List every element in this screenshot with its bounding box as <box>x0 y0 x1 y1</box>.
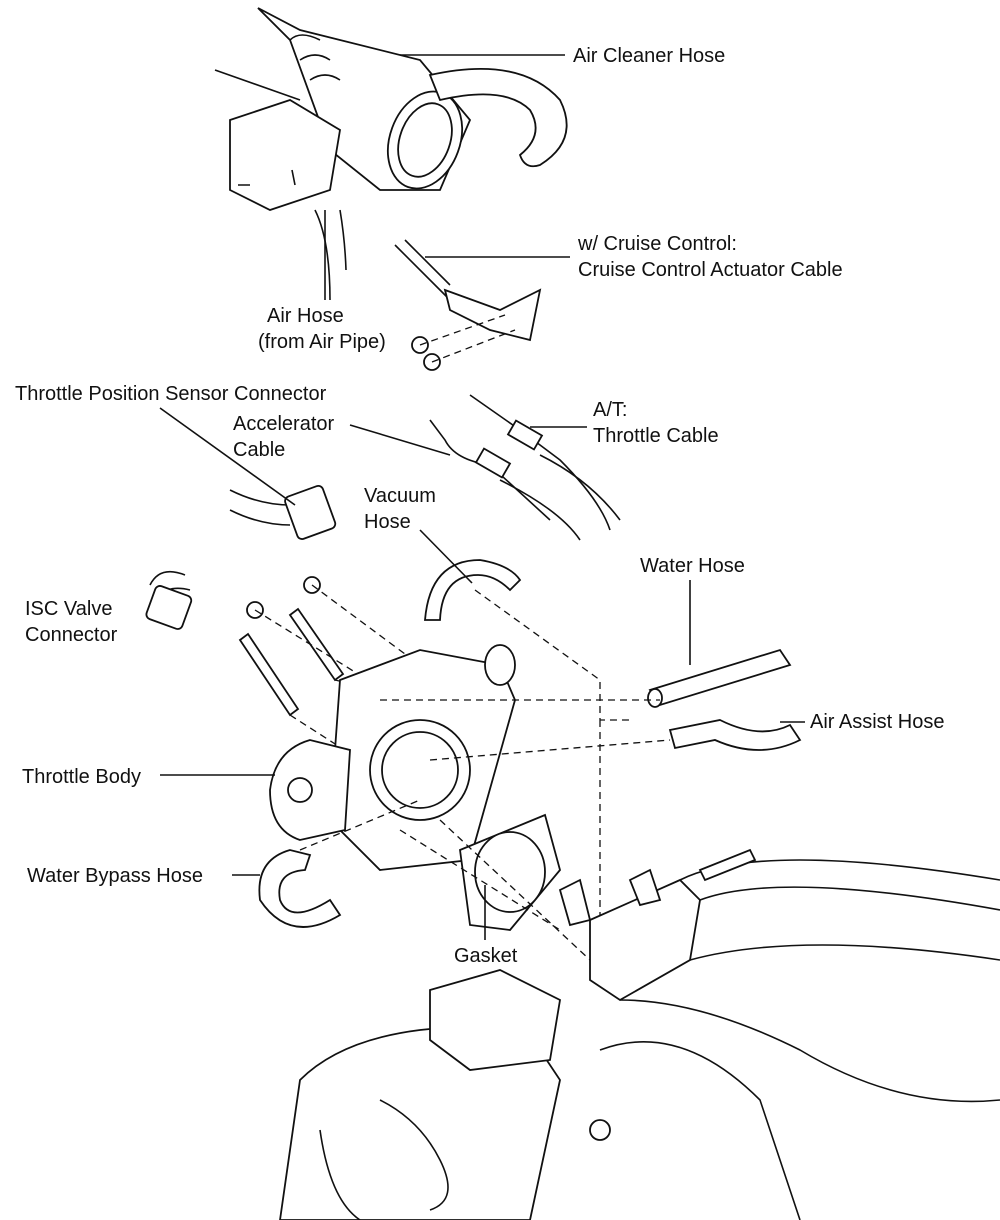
label-water-hose: Water Hose <box>640 555 745 577</box>
label-accelerator-cable: Cable <box>233 439 285 461</box>
label-at: A/T: <box>593 399 627 421</box>
label-air-cleaner-hose: Air Cleaner Hose <box>573 45 725 67</box>
air-hose <box>314 209 347 301</box>
label-tps-connector: Throttle Position Sensor Connector <box>15 383 327 405</box>
label-gasket: Gasket <box>454 945 518 967</box>
intake-manifold <box>279 859 1000 1220</box>
label-vacuum-hose: Hose <box>364 511 411 533</box>
air-cleaner-hose <box>214 7 568 211</box>
water-bypass-hose <box>258 799 421 928</box>
tps-connector <box>229 484 337 594</box>
label-cruise-control-cable: Cruise Control Actuator Cable <box>578 259 843 281</box>
bolts <box>238 584 441 761</box>
label-air-assist-hose: Air Assist Hose <box>810 711 944 733</box>
isc-valve-connector <box>145 570 193 630</box>
air-assist-hose <box>668 719 802 751</box>
label-isc-connector: Connector <box>25 624 118 646</box>
vacuum-hose <box>424 559 522 621</box>
label-vacuum: Vacuum <box>364 485 436 507</box>
cruise-control-bracket <box>394 239 542 371</box>
manifold-stud <box>698 848 757 882</box>
throttle-body <box>269 644 516 871</box>
water-hose <box>647 648 792 708</box>
label-air-hose: Air Hose <box>267 305 344 327</box>
label-throttle-cable: Throttle Cable <box>593 425 719 447</box>
label-air-hose-source: (from Air Pipe) <box>258 331 386 353</box>
label-cruise-control: w/ Cruise Control: <box>577 233 737 255</box>
label-throttle-body: Throttle Body <box>22 766 141 788</box>
accelerator-and-at-throttle-cables <box>429 394 621 541</box>
label-water-bypass-hose: Water Bypass Hose <box>27 865 203 887</box>
assembly-guide-lines <box>380 589 671 935</box>
label-isc-valve: ISC Valve <box>25 598 112 620</box>
leader-lines <box>159 54 805 940</box>
label-accelerator: Accelerator <box>233 413 334 435</box>
